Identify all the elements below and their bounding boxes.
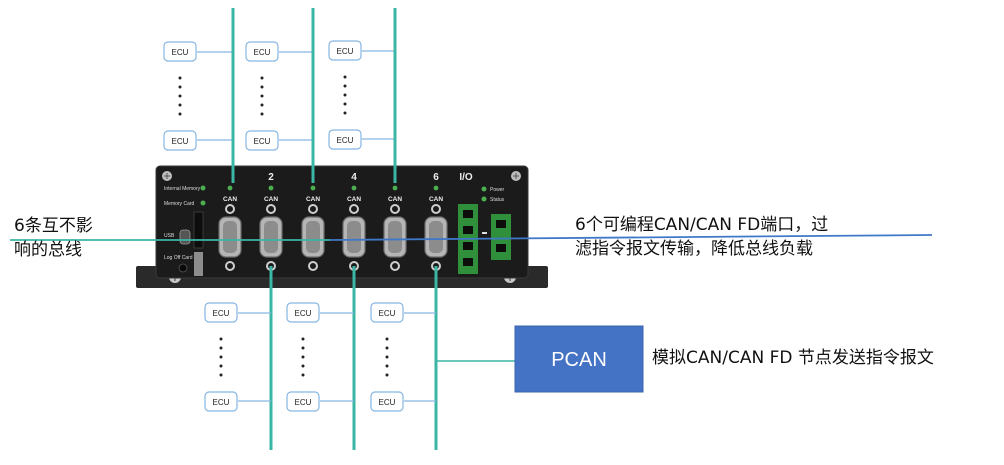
ecu-label: ECU [379, 398, 396, 407]
port-number-2: 2 [268, 172, 274, 183]
power-label: Power [490, 187, 505, 193]
ecu-group-bottom-1: ECU ECU [204, 302, 271, 412]
log-off-button [178, 263, 188, 273]
ecu-label: ECU [337, 136, 354, 145]
can-port-3: CAN [301, 185, 325, 271]
ecu-label: ECU [213, 398, 230, 407]
log-off-card-label: Log Off Card [164, 255, 193, 261]
memory-card-label: Memory Card [164, 201, 195, 207]
io-terminal-block-right [482, 214, 511, 260]
pcan-node: PCAN [514, 325, 644, 393]
usb-label: USB [164, 233, 175, 239]
ecu-box [163, 130, 197, 151]
can-port-label: CAN [264, 196, 278, 203]
ecu-label: ECU [172, 48, 189, 57]
can-port-5: CAN [383, 185, 407, 271]
can-port-label: CAN [429, 196, 443, 203]
left-annotation: 6条互不影 响的总线 [14, 216, 93, 260]
status-label: Status [490, 197, 505, 203]
ecu-label: ECU [295, 398, 312, 407]
can-port-2: CAN [259, 185, 283, 271]
ecu-label: ECU [254, 48, 271, 57]
ellipsis-dots [301, 337, 305, 377]
ecu-label: ECU [295, 309, 312, 318]
ecu-group-top-2: ECU ECU [245, 41, 313, 151]
ecu-group-bottom-3: ECU ECU [370, 302, 436, 412]
can-port-label: CAN [306, 196, 320, 203]
ecu-label: ECU [213, 309, 230, 318]
can-port-label: CAN [388, 196, 402, 203]
log-off-switch [194, 252, 203, 276]
port-number-4: 4 [351, 172, 357, 183]
io-label: I/O [459, 172, 473, 183]
ellipsis-dots [219, 337, 223, 377]
right-annotation: 6个可编程CAN/CAN FD端口，过 滤指令报文传输，降低总线负载 [575, 215, 829, 259]
ecu-box [163, 41, 197, 62]
top-ecu-groups: ECU ECU ECU ECU ECU EC [163, 40, 395, 151]
ecu-box [370, 302, 404, 323]
pcan-description: 模拟CAN/CAN FD 节点发送指令报文 [652, 348, 934, 368]
pcan-label: PCAN [551, 349, 607, 371]
ecu-label: ECU [379, 309, 396, 318]
ecu-box [328, 129, 362, 150]
can-port-4: CAN [342, 185, 366, 271]
ecu-box [204, 391, 238, 412]
ellipsis-dots [178, 76, 182, 116]
ecu-box [370, 391, 404, 412]
bottom-ecu-groups: ECU ECU ECU ECU ECU ECU [204, 302, 436, 412]
bus-lines [231, 8, 438, 450]
ellipsis-dots [260, 76, 264, 116]
can-logger-device: Internal Memory Memory Card USB Log Off … [136, 165, 548, 288]
internal-memory-label: Internal Memory [164, 186, 201, 192]
ecu-box [245, 130, 279, 151]
corner-screw [162, 171, 172, 181]
ecu-group-top-1: ECU ECU [163, 41, 233, 151]
corner-screw [511, 171, 521, 181]
led-memory-card [200, 200, 206, 206]
ecu-label: ECU [172, 137, 189, 146]
ellipsis-dots [343, 75, 347, 115]
ecu-label: ECU [254, 137, 271, 146]
port-number-6: 6 [433, 172, 439, 183]
usb-port [179, 229, 191, 245]
memory-card-slot [193, 211, 204, 249]
ellipsis-dots [385, 337, 389, 377]
ecu-label: ECU [337, 47, 354, 56]
ecu-group-top-3: ECU ECU [328, 40, 395, 150]
bus-annotation-line-right [329, 234, 933, 241]
can-port-label: CAN [223, 196, 237, 203]
ecu-box [286, 391, 320, 412]
ecu-box [328, 40, 362, 61]
led-status [481, 196, 487, 202]
ecu-box [286, 302, 320, 323]
led-internal-memory [200, 185, 206, 191]
can-port-label: CAN [347, 196, 361, 203]
led-power [481, 186, 487, 192]
ecu-box [245, 41, 279, 62]
pcan-box [514, 325, 644, 393]
can-port-6: CAN [424, 185, 448, 271]
can-port-1: CAN [218, 185, 242, 271]
ecu-box [204, 302, 238, 323]
ecu-group-bottom-2: ECU ECU [286, 302, 354, 412]
